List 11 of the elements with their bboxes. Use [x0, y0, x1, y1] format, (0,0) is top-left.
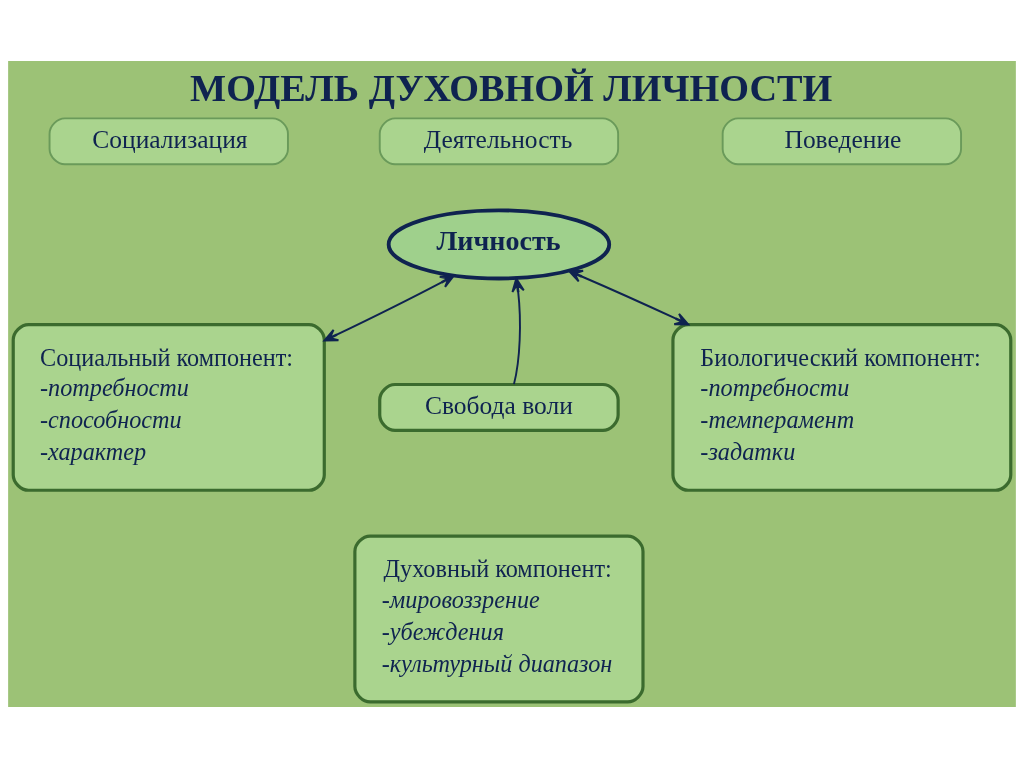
- diagram-title: МОДЕЛЬ ДУХОВНОЙ ЛИЧНОСТИ: [190, 66, 833, 109]
- node-box: Социализация: [48, 116, 289, 165]
- arrow: [511, 277, 525, 385]
- node-box: Духовный компонент: -мировоззрение -убеждения -культурный диапазон: [353, 534, 645, 703]
- node-box: Поведение: [721, 116, 962, 165]
- node-box: Деятельность: [378, 116, 620, 165]
- node-box: Социальный компонент: -потребности -способности -характер: [11, 322, 326, 492]
- arrow: [323, 274, 455, 341]
- node-box: Биологический компонент: -потребности -темперамент -задатки: [671, 322, 1013, 492]
- node-box: Свобода воли: [378, 382, 620, 432]
- arrow: [568, 269, 690, 325]
